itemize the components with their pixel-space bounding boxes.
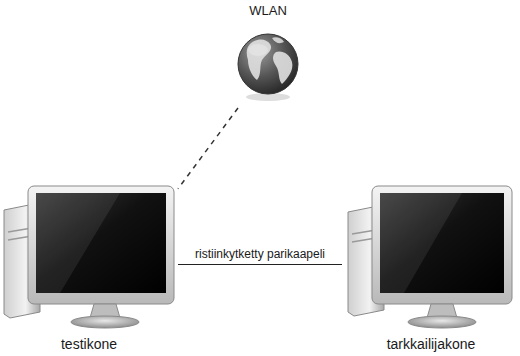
globe-icon bbox=[238, 34, 298, 101]
node-label: testikone bbox=[61, 336, 117, 352]
network-node: WLAN bbox=[218, 4, 318, 108]
cable-label: ristiinkytketty parikaapeli bbox=[193, 247, 327, 261]
node-label: WLAN bbox=[249, 4, 287, 19]
computer-icon bbox=[348, 186, 512, 328]
computer-node: testikone bbox=[0, 180, 178, 356]
computer-node: tarkkailijakone bbox=[342, 180, 520, 356]
wireless-link bbox=[178, 108, 238, 189]
computer-icon bbox=[4, 186, 174, 328]
cable-link bbox=[178, 264, 342, 265]
node-label: tarkkailijakone bbox=[387, 336, 476, 352]
